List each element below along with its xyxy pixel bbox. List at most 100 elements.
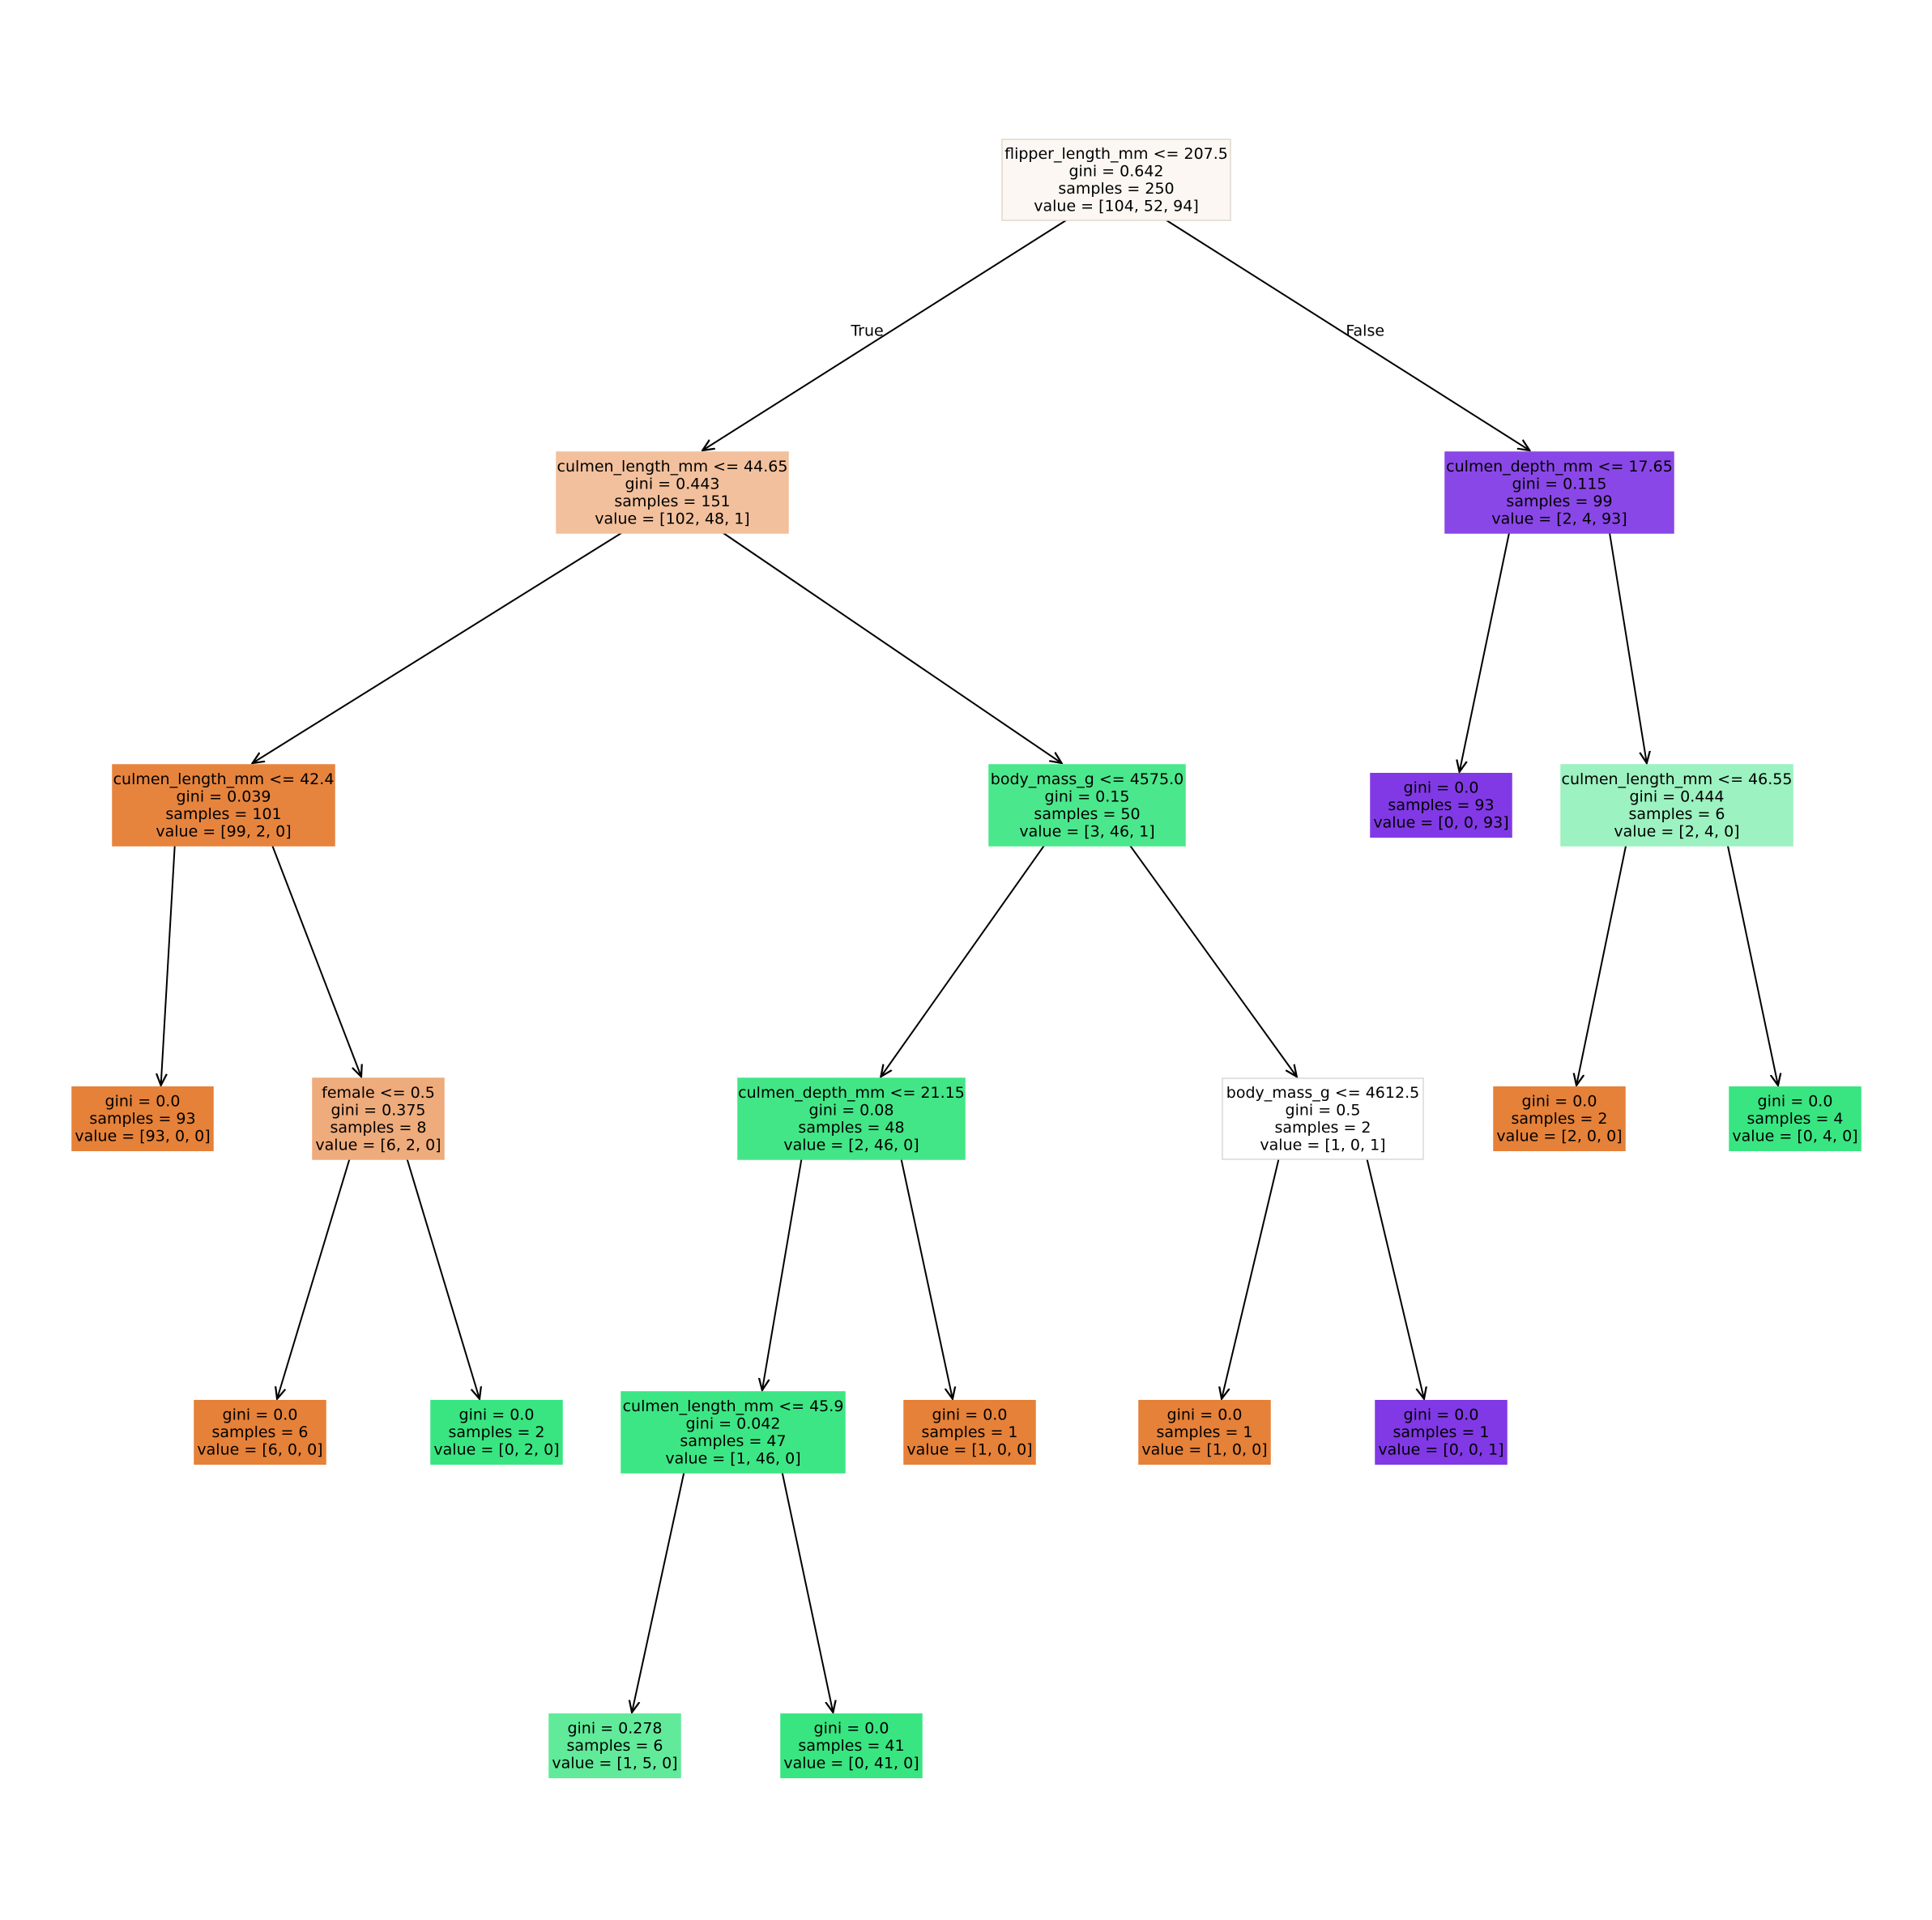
node-text-line: body_mass_g <= 4612.5 bbox=[1226, 1084, 1419, 1102]
edge-n13-n14 bbox=[1222, 1158, 1280, 1399]
node-text-line: samples = 4 bbox=[1746, 1110, 1843, 1128]
edge-n4-n5 bbox=[277, 1158, 351, 1399]
node-text-line: female <= 0.5 bbox=[322, 1084, 435, 1102]
node-text-line: gini = 0.5 bbox=[1286, 1101, 1361, 1119]
edge-n8-n12 bbox=[900, 1158, 953, 1399]
edge-label-false: False bbox=[1346, 322, 1384, 339]
edge-n7-n8 bbox=[881, 845, 1045, 1077]
node-text-line: gini = 0.444 bbox=[1629, 787, 1724, 805]
node-box bbox=[556, 451, 789, 534]
node-text-line: samples = 41 bbox=[798, 1737, 904, 1755]
edge-n8-n9 bbox=[762, 1158, 803, 1390]
edge-n16-n18 bbox=[1609, 532, 1647, 763]
node-text-line: gini = 0.443 bbox=[625, 475, 719, 493]
node-text-line: samples = 6 bbox=[566, 1737, 663, 1755]
node-text-line: gini = 0.0 bbox=[1758, 1093, 1833, 1111]
node-box bbox=[1001, 139, 1231, 221]
node-text-line: value = [2, 4, 0] bbox=[1614, 822, 1739, 840]
node-text-line: gini = 0.0 bbox=[105, 1093, 181, 1111]
node-box bbox=[1370, 773, 1512, 838]
node-text-line: culmen_depth_mm <= 21.15 bbox=[738, 1084, 965, 1102]
node-box bbox=[988, 764, 1186, 847]
node-text-line: culmen_length_mm <= 44.65 bbox=[557, 458, 788, 476]
node-text-line: value = [0, 2, 0] bbox=[433, 1441, 559, 1459]
node-box bbox=[737, 1077, 966, 1160]
node-text-line: gini = 0.0 bbox=[1167, 1406, 1243, 1424]
node-text-line: culmen_length_mm <= 46.55 bbox=[1562, 770, 1793, 788]
node-text-line: value = [104, 52, 94] bbox=[1034, 197, 1199, 215]
node-text-line: value = [2, 0, 0] bbox=[1496, 1128, 1622, 1146]
node-text-line: samples = 1 bbox=[1392, 1423, 1489, 1441]
edge-n13-n15 bbox=[1366, 1158, 1424, 1399]
node-box bbox=[430, 1400, 563, 1465]
node-text-line: gini = 0.0 bbox=[932, 1406, 1008, 1424]
node-box bbox=[903, 1400, 1036, 1465]
node-text-line: samples = 2 bbox=[1274, 1119, 1371, 1137]
node-box bbox=[194, 1400, 326, 1465]
node-text-line: value = [0, 0, 93] bbox=[1373, 814, 1508, 832]
node-text-line: value = [1, 0, 0] bbox=[1141, 1441, 1267, 1459]
node-text-line: gini = 0.0 bbox=[814, 1720, 889, 1738]
node-box bbox=[1493, 1086, 1626, 1151]
node-box bbox=[312, 1077, 445, 1160]
edge-n9-n10 bbox=[632, 1472, 685, 1713]
node-text-line: value = [1, 0, 0] bbox=[906, 1441, 1032, 1459]
node-text-line: value = [93, 0, 0] bbox=[75, 1128, 210, 1146]
node-text-line: samples = 2 bbox=[1511, 1110, 1607, 1128]
node-text-line: value = [102, 48, 1] bbox=[595, 510, 749, 527]
node-text-line: samples = 99 bbox=[1506, 493, 1612, 510]
edge-n4-n6 bbox=[406, 1158, 480, 1399]
edge-n18-n20 bbox=[1726, 845, 1778, 1086]
node-box bbox=[780, 1713, 923, 1778]
edge-n1-n2 bbox=[253, 532, 622, 763]
node-text-line: samples = 1 bbox=[1156, 1423, 1252, 1441]
node-text-line: value = [1, 5, 0] bbox=[552, 1755, 677, 1773]
node-box bbox=[71, 1086, 214, 1151]
node-text-line: value = [6, 0, 0] bbox=[197, 1441, 322, 1459]
node-text-line: value = [0, 4, 0] bbox=[1732, 1128, 1857, 1146]
node-text-line: gini = 0.15 bbox=[1045, 787, 1130, 805]
edges-layer: True False bbox=[161, 220, 1778, 1713]
node-text-line: gini = 0.0 bbox=[223, 1406, 298, 1424]
node-text-line: gini = 0.0 bbox=[459, 1406, 535, 1424]
node-text-line: gini = 0.042 bbox=[685, 1414, 780, 1432]
node-text-line: culmen_depth_mm <= 17.65 bbox=[1446, 458, 1673, 476]
node-box bbox=[1560, 764, 1793, 847]
edge-n0-n16 bbox=[1166, 220, 1529, 450]
edge-n16-n17 bbox=[1460, 532, 1510, 772]
edge-n2-n3 bbox=[161, 845, 176, 1086]
edge-label-true: True bbox=[850, 322, 883, 339]
node-text-line: samples = 151 bbox=[614, 493, 730, 510]
node-text-line: samples = 93 bbox=[89, 1110, 195, 1128]
node-box bbox=[1138, 1400, 1271, 1465]
node-text-line: value = [99, 2, 0] bbox=[156, 822, 291, 840]
node-text-line: gini = 0.039 bbox=[176, 787, 271, 805]
node-text-line: culmen_length_mm <= 45.9 bbox=[623, 1397, 844, 1415]
node-text-line: gini = 0.642 bbox=[1068, 162, 1163, 180]
node-text-line: gini = 0.278 bbox=[567, 1720, 662, 1738]
node-text-line: gini = 0.375 bbox=[331, 1101, 425, 1119]
node-text-line: gini = 0.08 bbox=[809, 1101, 894, 1119]
edge-n9-n11 bbox=[781, 1472, 834, 1713]
edge-n2-n4 bbox=[271, 845, 361, 1077]
node-text-line: value = [2, 4, 93] bbox=[1491, 510, 1627, 527]
edge-n0-n1 bbox=[702, 220, 1067, 450]
node-text-line: samples = 6 bbox=[1628, 805, 1725, 823]
node-text-line: samples = 1 bbox=[921, 1423, 1017, 1441]
edge-n1-n7 bbox=[723, 532, 1062, 763]
node-text-line: value = [6, 2, 0] bbox=[315, 1136, 441, 1154]
node-box bbox=[1729, 1086, 1862, 1151]
node-text-line: flipper_length_mm <= 207.5 bbox=[1004, 145, 1228, 163]
node-text-line: culmen_length_mm <= 42.4 bbox=[113, 770, 335, 788]
node-text-line: gini = 0.0 bbox=[1404, 779, 1479, 797]
